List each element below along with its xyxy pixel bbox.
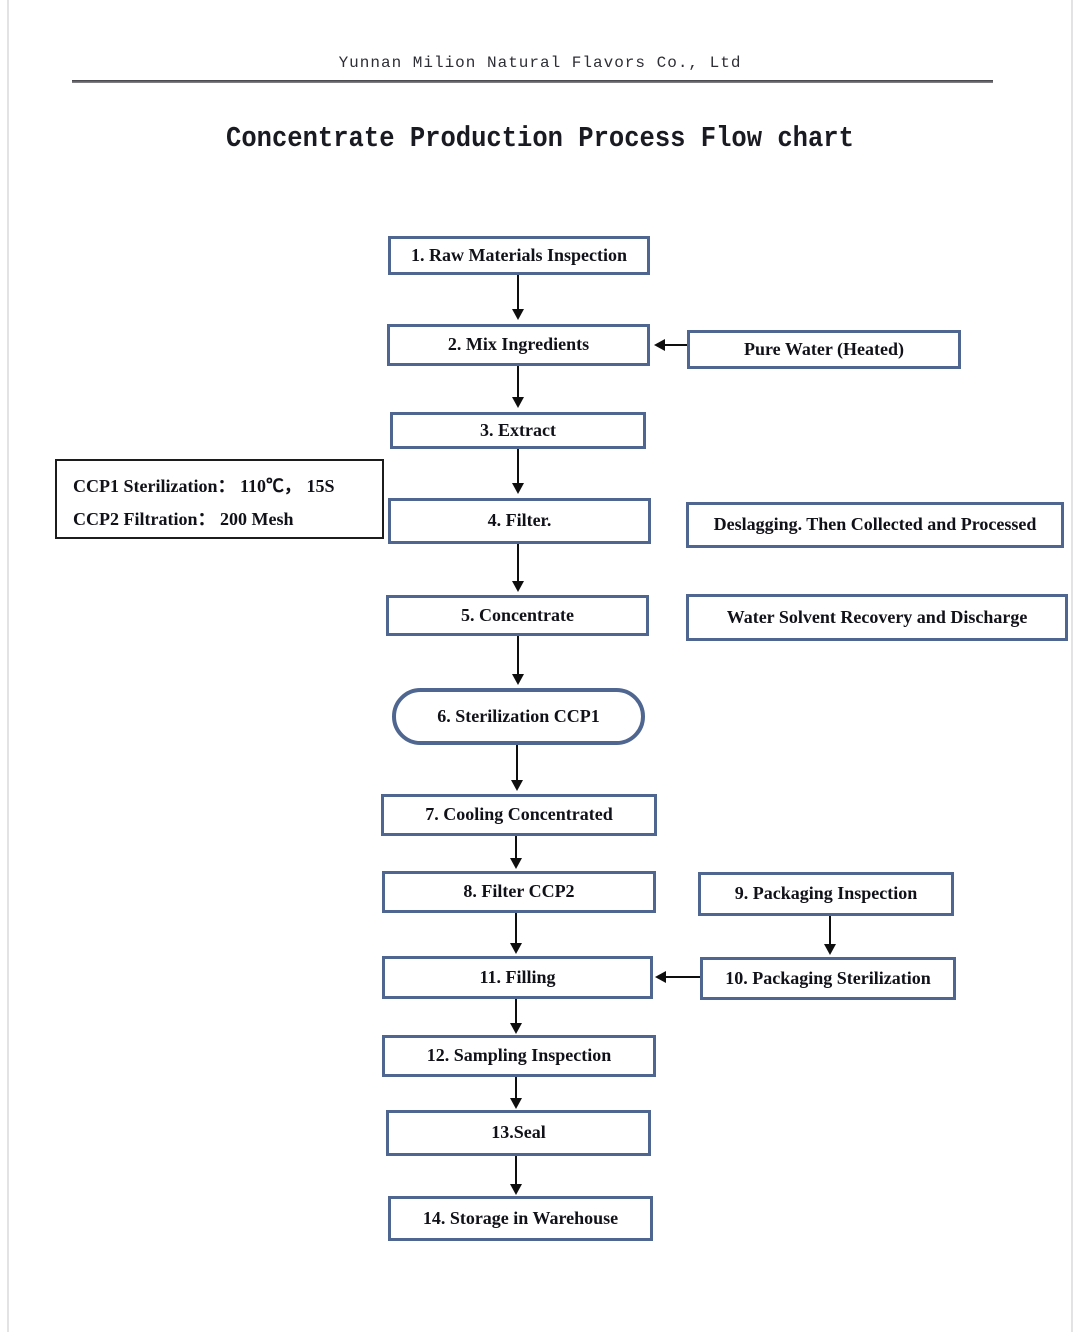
flow-step-sterilization-ccp1: 6. Sterilization CCP1	[392, 688, 645, 745]
flow-step-storage-warehouse: 14. Storage in Warehouse	[388, 1196, 653, 1241]
flow-step-packaging-sterilization: 10. Packaging Sterilization	[700, 957, 956, 1000]
arrow-purewater-step2	[664, 344, 687, 346]
arrow-step12-step13	[515, 1077, 517, 1099]
note-ccp1-line: CCP1 Sterilization： 110℃， 15S	[73, 476, 335, 496]
arrow-step7-step8	[515, 836, 517, 859]
flow-step-seal: 13.Seal	[386, 1110, 651, 1156]
arrow-step13-step14	[515, 1156, 517, 1185]
note-water-solvent-recovery: Water Solvent Recovery and Discharge	[686, 594, 1068, 641]
arrow-step3-step4	[517, 449, 519, 484]
arrow-step6-step7	[516, 745, 518, 781]
note-ccp-parameters: CCP1 Sterilization： 110℃， 15S CCP2 Filtr…	[55, 459, 384, 539]
flow-step-raw-materials-inspection: 1. Raw Materials Inspection	[388, 236, 650, 275]
flow-step-filter: 4. Filter.	[388, 498, 651, 544]
company-header: Yunnan Milion Natural Flavors Co., Ltd	[338, 54, 742, 72]
arrow-step5-step6	[517, 636, 519, 675]
arrow-step9-step10	[829, 916, 831, 945]
arrow-step1-step2	[517, 275, 519, 310]
page-edge-left	[7, 0, 9, 1332]
flow-step-filter-ccp2: 8. Filter CCP2	[382, 871, 656, 913]
note-ccp2-line: CCP2 Filtration： 200 Mesh	[73, 509, 294, 529]
flow-step-packaging-inspection: 9. Packaging Inspection	[698, 872, 954, 916]
arrow-step4-step5	[517, 544, 519, 582]
flow-step-extract: 3. Extract	[390, 412, 646, 449]
flow-step-concentrate: 5. Concentrate	[386, 595, 649, 636]
flow-step-cooling-concentrated: 7. Cooling Concentrated	[381, 794, 657, 836]
header-rule	[72, 80, 993, 83]
flow-step-mix-ingredients: 2. Mix Ingredients	[387, 324, 650, 366]
page-title: Concentrate Production Process Flow char…	[226, 122, 854, 155]
arrow-step2-step3	[517, 366, 519, 398]
page-edge-right	[1071, 0, 1073, 1332]
flow-step-filling: 11. Filling	[382, 956, 653, 999]
arrow-step10-step11	[665, 976, 700, 978]
input-box-pure-water: Pure Water (Heated)	[687, 330, 961, 369]
note-deslagging: Deslagging. Then Collected and Processed	[686, 502, 1064, 548]
arrow-step11-step12	[515, 999, 517, 1024]
flow-step-sampling-inspection: 12. Sampling Inspection	[382, 1035, 656, 1077]
arrow-step8-step11	[515, 913, 517, 944]
